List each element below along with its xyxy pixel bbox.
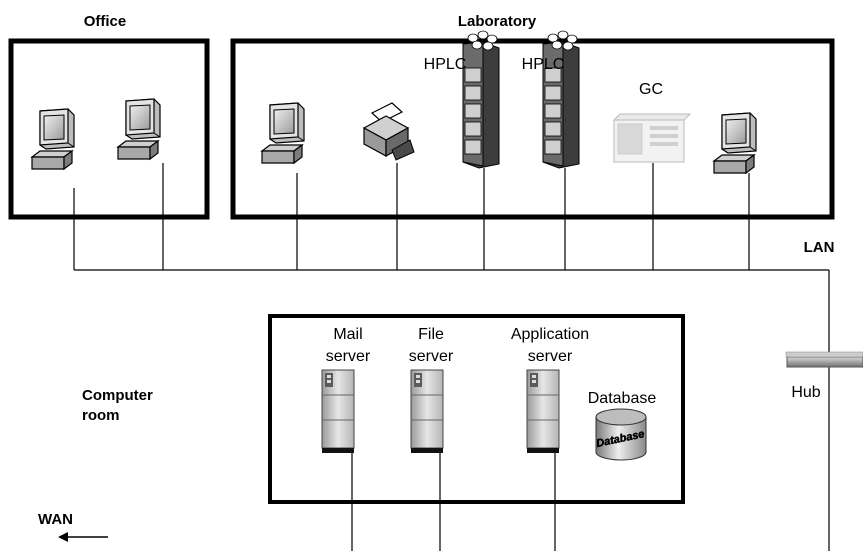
laboratory-label: Laboratory: [458, 13, 537, 30]
hplc-2-stack-icon: [542, 30, 580, 169]
printer-icon: [362, 102, 415, 161]
computer-room-label-line2: room: [82, 407, 120, 424]
mail-server-label-line1: Mail: [333, 326, 362, 343]
database-label: Database: [588, 390, 657, 407]
application-server-label-line2: server: [528, 348, 573, 365]
gc-instrument-icon: [612, 113, 692, 163]
mail-server-tower-icon: [321, 369, 355, 454]
hplc-1-label: HPLC: [424, 56, 467, 73]
lan-cabling: [73, 163, 830, 551]
file-server-label-line2: server: [409, 348, 454, 365]
hub-icon: [785, 351, 863, 368]
lan-label: LAN: [804, 239, 835, 256]
application-server-label-line1: Application: [511, 326, 589, 343]
wan-label: WAN: [38, 511, 73, 528]
mail-server-label-line2: server: [326, 348, 371, 365]
hub-label: Hub: [791, 384, 820, 401]
computer-room-box: [268, 314, 685, 504]
hplc-1-stack-icon: [462, 30, 500, 169]
file-server-label-line1: File: [418, 326, 444, 343]
office-label: Office: [84, 13, 127, 30]
arrow-left-icon: [58, 532, 108, 542]
office-pc-2-icon: [117, 98, 161, 160]
office-pc-1-icon: [31, 108, 75, 170]
gc-label: GC: [639, 81, 663, 98]
application-server-tower-icon: [526, 369, 560, 454]
office-box: [8, 38, 210, 220]
file-server-tower-icon: [410, 369, 444, 454]
hplc-2-label: HPLC: [522, 56, 565, 73]
laboratory-box: [230, 38, 835, 220]
lab-pc-2-icon: [713, 112, 757, 174]
computer-room-label-line1: Computer: [82, 387, 153, 404]
lab-pc-1-icon: [261, 102, 305, 164]
database-cylinder-icon: Database: [595, 408, 647, 461]
